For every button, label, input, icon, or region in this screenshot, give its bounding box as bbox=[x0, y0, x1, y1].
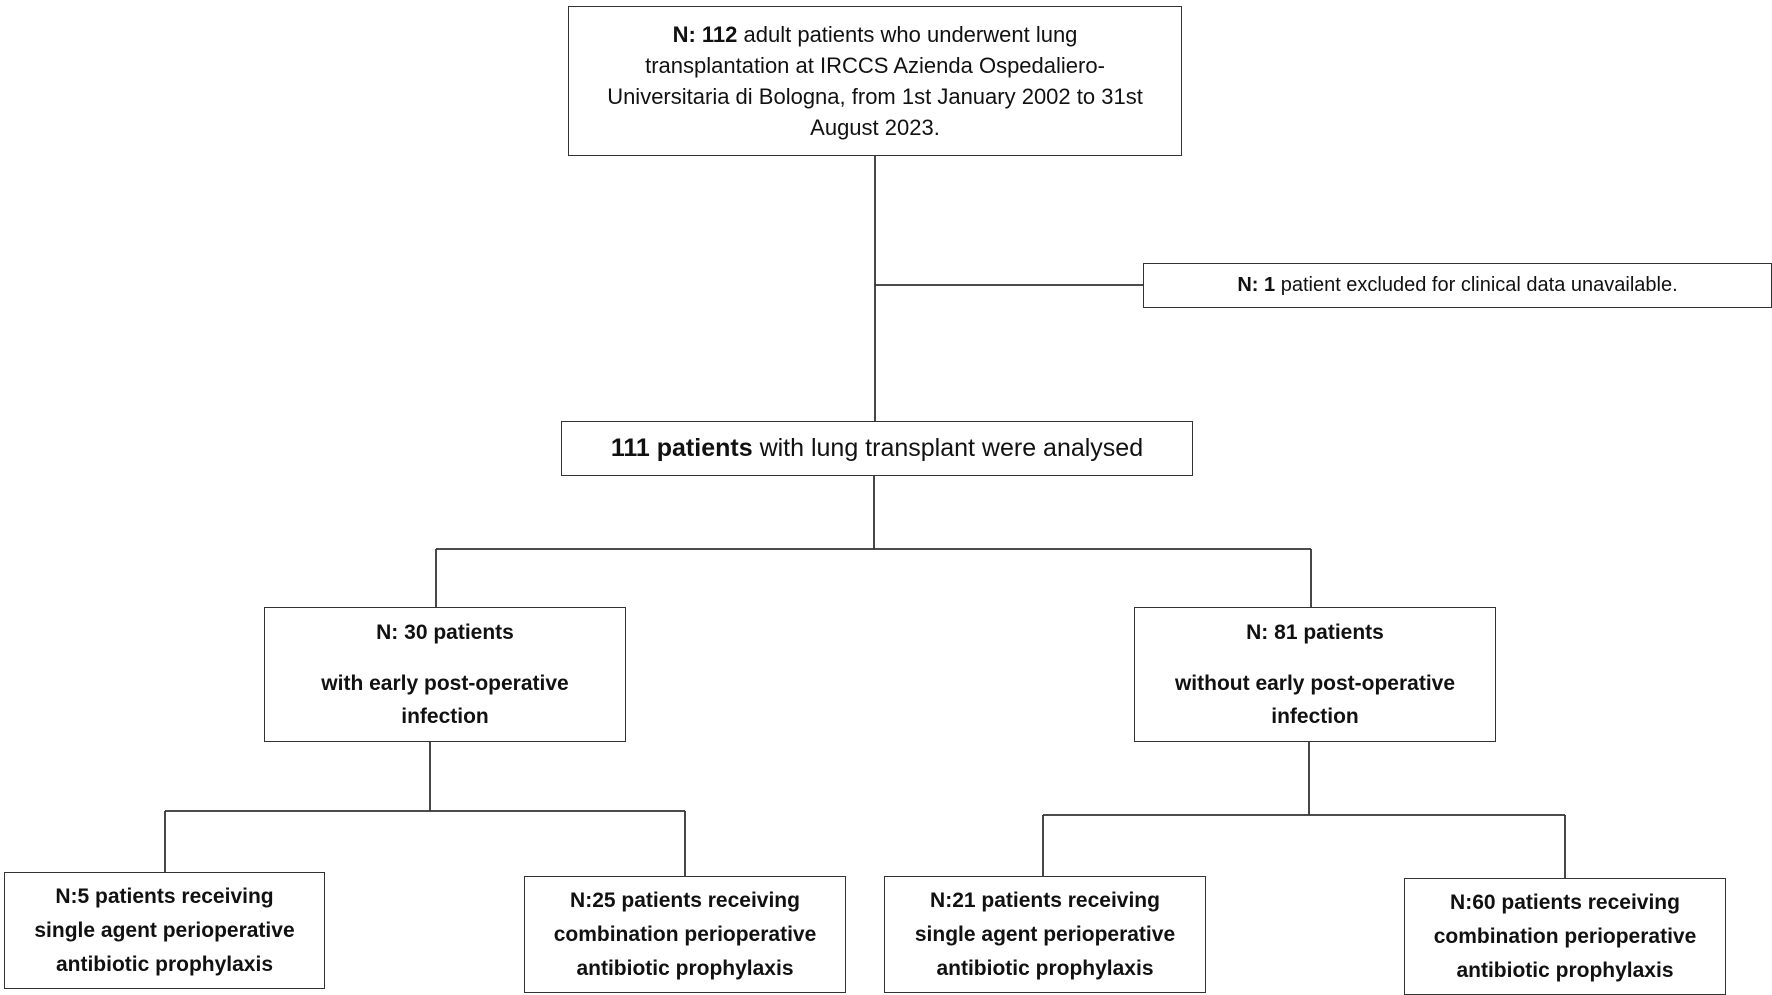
leaf-line-1: N:5 patients receiving bbox=[55, 884, 274, 908]
leaf-line-1: N:60 patients receiving bbox=[1450, 890, 1680, 914]
group-box-without-infection: N: 81 patients without early post-operat… bbox=[1134, 607, 1496, 742]
leaf-line-1: N:25 patients receiving bbox=[570, 888, 800, 912]
analysed-count: 111 patients bbox=[610, 434, 753, 462]
group-description-line-2: infection bbox=[1271, 705, 1359, 728]
group-description-line-2: infection bbox=[401, 705, 489, 728]
group-description-line-1: without early post-operative bbox=[1174, 672, 1456, 695]
analysed-patients-box: 111 patients with lung transplant were a… bbox=[561, 421, 1193, 476]
group-count: N: 81 patients bbox=[1246, 621, 1384, 644]
leaf-line-3: antibiotic prophylaxis bbox=[936, 956, 1154, 980]
top-box-total-patients: N: 112 adult patients who underwent lung… bbox=[568, 6, 1182, 156]
leaf-line-1: N:21 patients receiving bbox=[930, 888, 1160, 912]
leaf-line-2: combination perioperative bbox=[1433, 924, 1697, 948]
group-box-with-infection: N: 30 patients with early post-operative… bbox=[264, 607, 626, 742]
leaf-box-single-agent-infected: N:5 patients receiving single agent peri… bbox=[4, 872, 325, 989]
leaf-box-combination-infected: N:25 patients receiving combination peri… bbox=[524, 876, 846, 993]
group-description-line-1: with early post-operative bbox=[321, 672, 569, 695]
leaf-line-2: single agent perioperative bbox=[34, 918, 295, 942]
top-box-line-2: transplantation at IRCCS Azienda Ospedal… bbox=[645, 53, 1105, 78]
top-box-line-3: Universitaria di Bologna, from 1st Janua… bbox=[607, 84, 1143, 109]
top-box-line-4: August 2023. bbox=[810, 115, 940, 140]
leaf-box-combination-not-infected: N:60 patients receiving combination peri… bbox=[1404, 878, 1726, 995]
top-box-count: N: 112 bbox=[672, 22, 738, 47]
leaf-line-2: single agent perioperative bbox=[914, 922, 1176, 946]
leaf-line-3: antibiotic prophylaxis bbox=[576, 956, 794, 980]
analysed-text: with lung transplant were analysed bbox=[759, 434, 1144, 462]
leaf-line-3: antibiotic prophylaxis bbox=[55, 952, 274, 976]
excluded-patients-box: N: 1 patient excluded for clinical data … bbox=[1143, 263, 1772, 308]
analysed-line: 111 patients with lung transplant were a… bbox=[611, 434, 1143, 463]
leaf-line-2: combination perioperative bbox=[553, 922, 817, 946]
leaf-box-single-agent-not-infected: N:21 patients receiving single agent per… bbox=[884, 876, 1206, 993]
excluded-count: N: 1 bbox=[1237, 274, 1276, 296]
excluded-text: patient excluded for clinical data unava… bbox=[1280, 274, 1678, 296]
top-box-line-1: N: 112 adult patients who underwent lung bbox=[673, 19, 1078, 50]
top-box-text-1: adult patients who underwent lung bbox=[743, 22, 1078, 47]
excluded-line: N: 1 patient excluded for clinical data … bbox=[1237, 274, 1677, 297]
leaf-line-3: antibiotic prophylaxis bbox=[1456, 958, 1674, 982]
group-count: N: 30 patients bbox=[376, 621, 514, 644]
